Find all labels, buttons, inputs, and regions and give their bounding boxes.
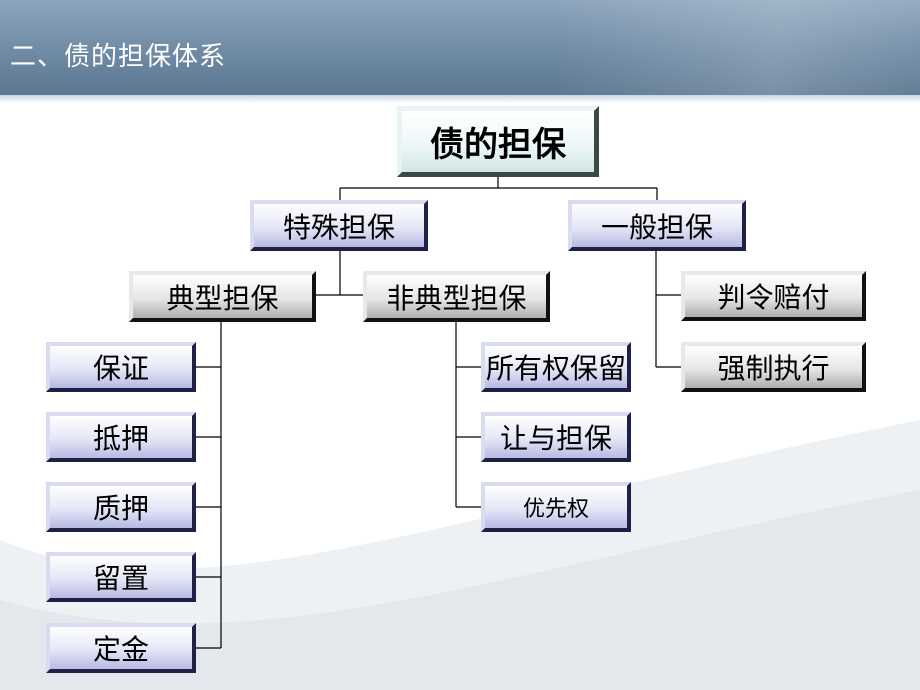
- node-typical-item: 留置: [46, 552, 196, 602]
- node-typical-item: 质押: [46, 482, 196, 532]
- node-atypical-item: 优先权: [481, 482, 631, 532]
- node-special-guarantee: 特殊担保: [250, 200, 428, 251]
- header-divider: [0, 95, 920, 103]
- node-typical-guarantee: 典型担保: [129, 271, 316, 322]
- node-atypical-guarantee: 非典型担保: [363, 271, 550, 322]
- node-typical-item: 抵押: [46, 412, 196, 462]
- node-general-guarantee: 一般担保: [568, 200, 746, 251]
- node-typical-item: 定金: [46, 623, 196, 673]
- node-typical-item: 保证: [46, 342, 196, 392]
- slide-title: 二、债的担保体系: [10, 42, 227, 72]
- header-shine: [560, 0, 920, 95]
- node-atypical-item: 让与担保: [481, 412, 631, 462]
- node-general-item: 强制执行: [681, 342, 866, 392]
- root-node-debt-guarantee: 债的担保: [397, 106, 599, 177]
- node-general-item: 判令赔付: [681, 271, 866, 321]
- slide-header: 二、债的担保体系: [0, 0, 920, 95]
- node-atypical-item: 所有权保留: [481, 342, 631, 392]
